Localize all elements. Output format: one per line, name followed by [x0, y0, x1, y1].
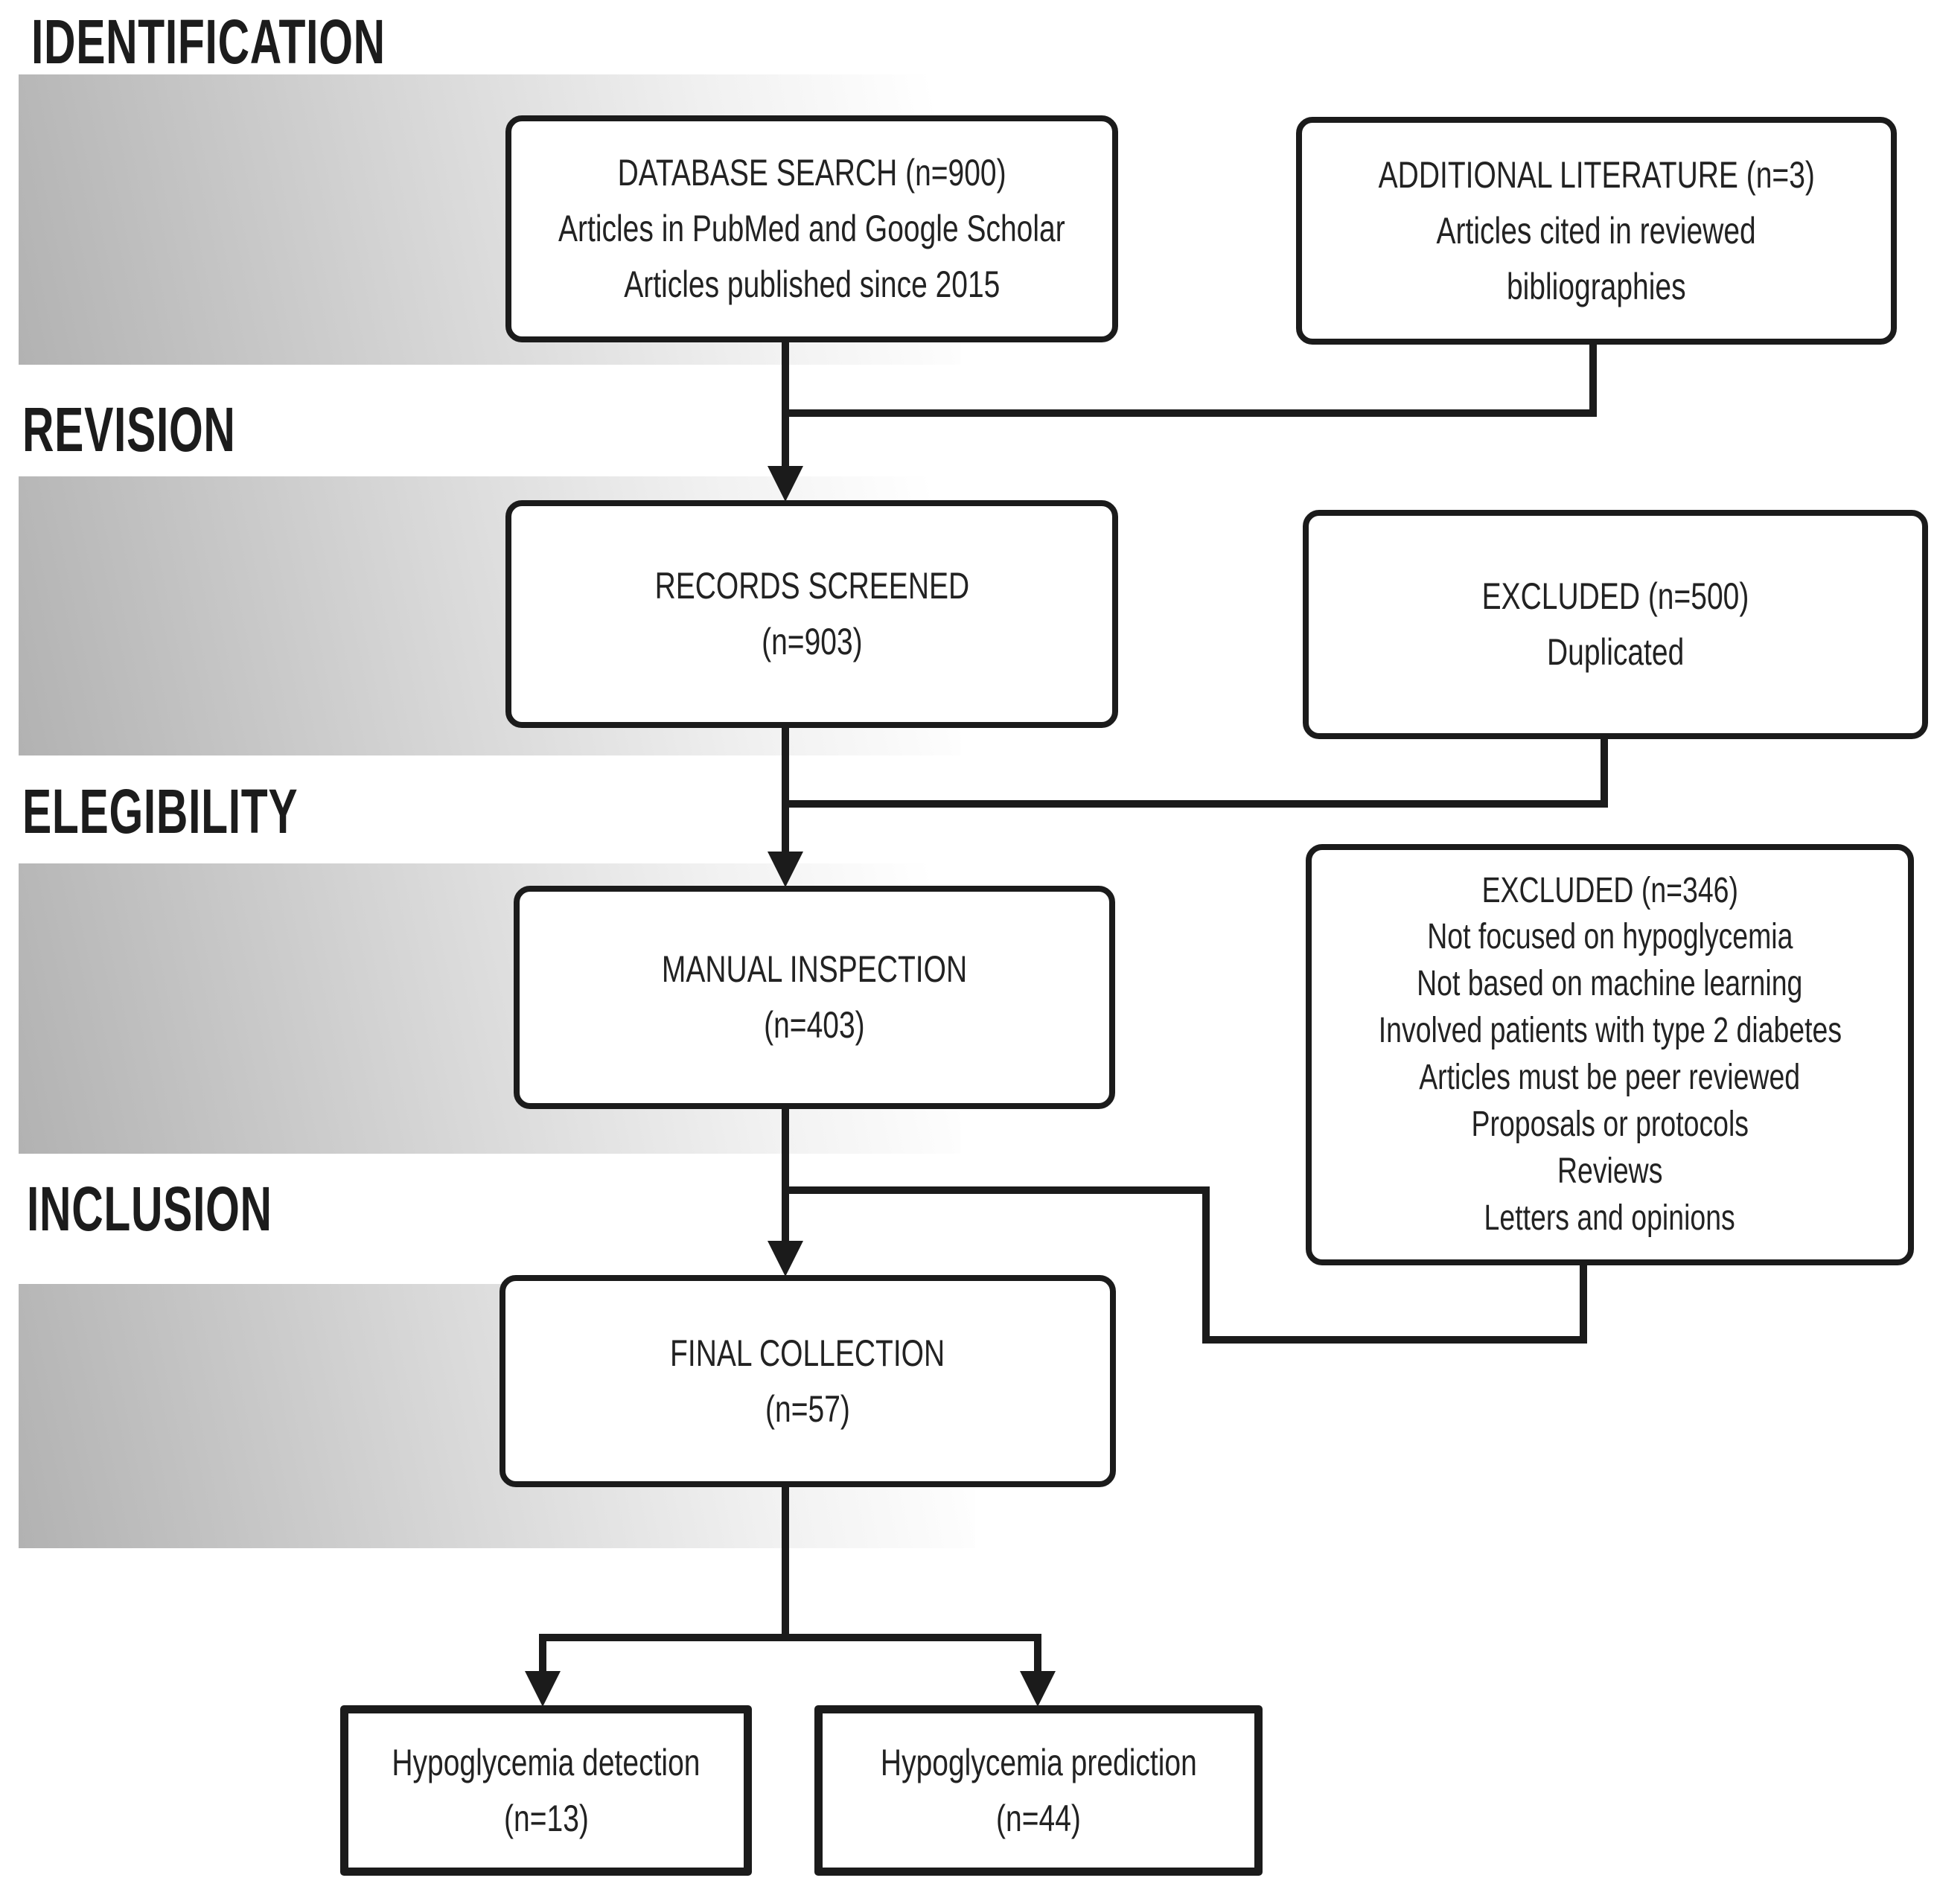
connector-stair-vert [1202, 1186, 1210, 1344]
box-line: bibliographies [1507, 265, 1686, 307]
box-line: Reviews [1557, 1151, 1663, 1191]
connector-final-down [782, 1486, 789, 1641]
box-line: Not based on machine learning [1417, 964, 1803, 1004]
box-line: RECORDS SCREENED [654, 565, 969, 607]
phase-label-elegibility: ELEGIBILITY [22, 776, 299, 846]
box-line: Articles must be peer reviewed [1419, 1058, 1801, 1097]
box-line: Articles published since 2015 [623, 263, 1001, 305]
box-additional-literature: ADDITIONAL LITERATURE (n=3) Articles cit… [1296, 117, 1897, 345]
arrowhead-records-screened [768, 466, 803, 502]
box-manual-inspection: MANUAL INSPECTION (n=403) [514, 886, 1115, 1109]
connector-detection-down [539, 1634, 546, 1673]
box-line: MANUAL INSPECTION [661, 948, 968, 990]
arrowhead-detection [525, 1671, 561, 1707]
arrowhead-final-collection [768, 1241, 803, 1277]
box-hypoglycemia-prediction: Hypoglycemia prediction (n=44) [814, 1705, 1263, 1876]
box-line: Duplicated [1546, 631, 1685, 673]
box-line: EXCLUDED (n=500) [1481, 575, 1749, 617]
box-line: (n=44) [996, 1797, 1081, 1839]
connector-stair-lower [1202, 1336, 1587, 1344]
phase-label-inclusion: INCLUSION [27, 1174, 272, 1244]
arrowhead-manual-inspection [768, 852, 803, 887]
box-line: DATABASE SEARCH (n=900) [617, 152, 1006, 194]
box-line: FINAL COLLECTION [670, 1332, 945, 1374]
box-database-search: DATABASE SEARCH (n=900) Articles in PubM… [505, 115, 1118, 342]
box-records-screened: RECORDS SCREENED (n=903) [505, 500, 1118, 728]
box-line: (n=13) [503, 1797, 589, 1839]
box-line: Proposals or protocols [1471, 1104, 1749, 1144]
connector-manual-down [782, 1108, 789, 1242]
box-line: (n=403) [764, 1004, 865, 1046]
box-line: (n=57) [765, 1387, 850, 1430]
connector-additional-down [1589, 343, 1597, 417]
box-line: Hypoglycemia detection [392, 1741, 701, 1783]
connector-prediction-down [1034, 1634, 1041, 1673]
phase-label-identification: IDENTIFICATION [31, 7, 386, 77]
box-line: Hypoglycemia prediction [880, 1741, 1197, 1783]
connector-merge-mid [782, 800, 1608, 808]
connector-stair-upper [782, 1186, 1210, 1194]
box-line: Not focused on hypoglycemia [1426, 917, 1793, 957]
box-excluded-criteria: EXCLUDED (n=346) Not focused on hypoglyc… [1306, 844, 1914, 1265]
box-final-collection: FINAL COLLECTION (n=57) [500, 1275, 1116, 1487]
connector-db-down [782, 341, 789, 469]
box-hypoglycemia-detection: Hypoglycemia detection (n=13) [340, 1705, 752, 1876]
connector-splitter [539, 1634, 1041, 1641]
box-line: ADDITIONAL LITERATURE (n=3) [1378, 153, 1815, 196]
box-line: Involved patients with type 2 diabetes [1378, 1011, 1842, 1051]
connector-merge-top [782, 409, 1597, 417]
box-line: (n=903) [761, 621, 863, 662]
box-line: Articles cited in reviewed [1436, 209, 1757, 252]
box-excluded-duplicated: EXCLUDED (n=500) Duplicated [1303, 510, 1928, 739]
box-line: EXCLUDED (n=346) [1481, 870, 1738, 910]
box-line: Letters and opinions [1484, 1198, 1736, 1238]
phase-label-revision: REVISION [22, 394, 236, 464]
connector-excluded346-down [1580, 1264, 1587, 1344]
connector-records-down [782, 726, 789, 853]
connector-excluded500-down [1601, 738, 1608, 808]
arrowhead-prediction [1020, 1671, 1056, 1707]
box-line: Articles in PubMed and Google Scholar [558, 208, 1065, 249]
